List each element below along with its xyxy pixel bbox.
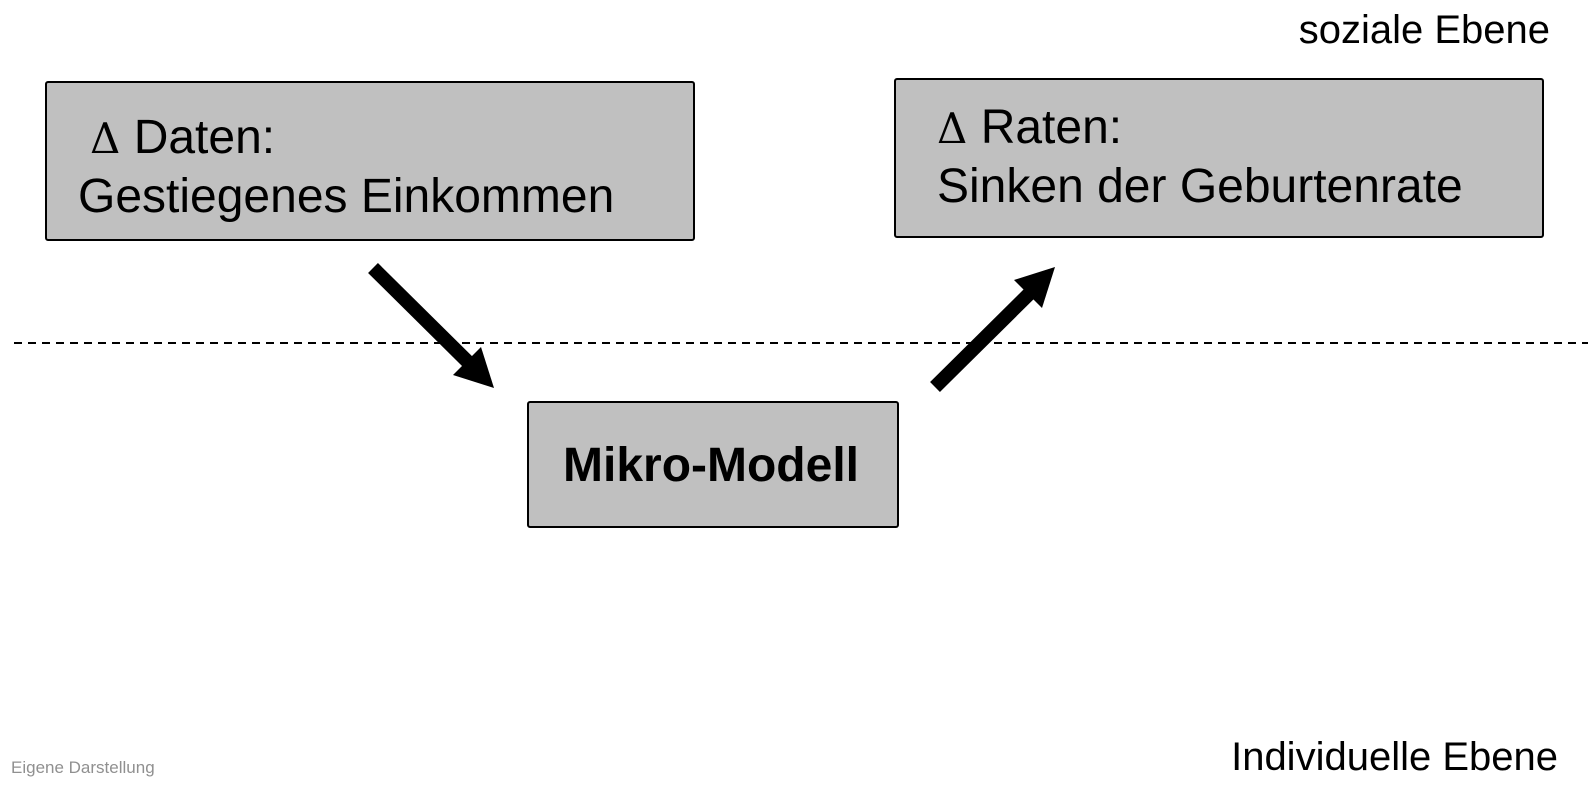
rates-change-heading: Δ Raten: — [937, 99, 1542, 158]
data-change-box: Δ Daten: Gestiegenes Einkommen — [45, 81, 695, 241]
arrow-up-shaft — [930, 286, 1037, 392]
arrow-down-shaft — [368, 263, 475, 369]
micro-model-text: Mikro-Modell — [563, 439, 859, 492]
rates-change-heading-text: Raten: — [980, 101, 1123, 154]
arrow-down-to-micro — [368, 263, 494, 388]
individual-level-label: Individuelle Ebene — [1231, 735, 1558, 779]
arrow-up-to-rates — [930, 267, 1055, 392]
delta-symbol: Δ — [90, 114, 121, 163]
social-level-label: soziale Ebene — [1298, 8, 1550, 52]
arrow-up-head — [1014, 267, 1055, 308]
delta-symbol: Δ — [937, 104, 968, 153]
data-change-text: Gestiegenes Einkommen — [78, 170, 615, 223]
data-change-heading: Δ Daten: — [78, 109, 693, 168]
data-change-heading-text: Daten: — [133, 111, 276, 164]
rates-change-text: Sinken der Geburtenrate — [937, 160, 1463, 213]
micro-model-box: Mikro-Modell — [527, 401, 899, 528]
source-note: Eigene Darstellung — [11, 758, 155, 777]
rates-change-box: Δ Raten: Sinken der Geburtenrate — [894, 78, 1544, 238]
arrow-down-head — [453, 347, 494, 388]
